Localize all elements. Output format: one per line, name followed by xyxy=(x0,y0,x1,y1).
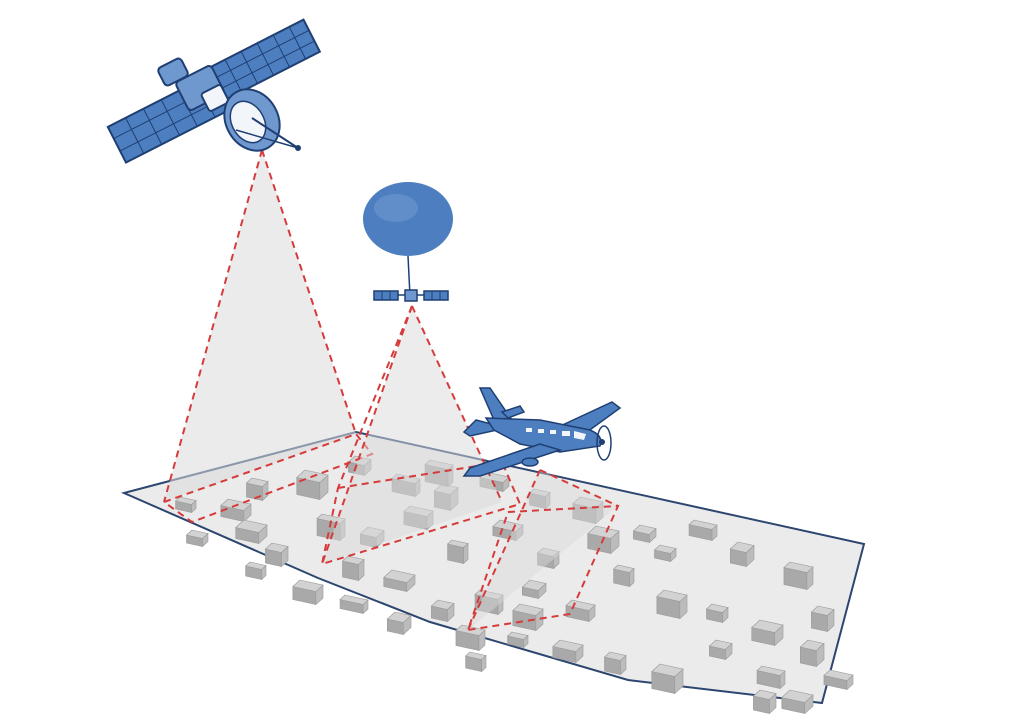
building xyxy=(651,663,684,695)
building xyxy=(823,669,854,691)
building xyxy=(612,564,635,588)
aircraft-footprint xyxy=(466,469,620,632)
airplane-windows xyxy=(526,428,586,440)
building xyxy=(536,547,560,570)
building xyxy=(455,624,486,652)
satellite-ray-right xyxy=(261,149,357,435)
building xyxy=(632,524,657,544)
building xyxy=(512,603,544,632)
building xyxy=(383,569,416,593)
building xyxy=(296,469,329,501)
building xyxy=(521,579,547,600)
building xyxy=(292,579,324,606)
building xyxy=(603,651,627,676)
satellite-view-cone xyxy=(164,150,356,502)
building xyxy=(174,496,197,514)
building xyxy=(752,689,777,715)
building xyxy=(708,639,733,661)
building xyxy=(810,605,835,633)
building xyxy=(446,539,469,565)
building xyxy=(245,477,269,502)
building xyxy=(783,561,814,591)
building xyxy=(552,639,584,664)
building xyxy=(729,541,755,568)
building xyxy=(464,651,487,673)
building xyxy=(386,611,412,636)
balloon-ray-inner xyxy=(337,305,413,489)
satellite-body xyxy=(157,57,230,112)
building xyxy=(653,544,677,563)
airplane-wing-near xyxy=(462,443,563,477)
building xyxy=(506,631,529,649)
building xyxy=(751,619,784,647)
balloon-footprint xyxy=(320,305,522,566)
building xyxy=(264,542,289,568)
satellite-footprint xyxy=(163,149,374,524)
building xyxy=(474,589,504,616)
satellite-solar-panel-right xyxy=(207,18,322,102)
building xyxy=(341,555,365,582)
building xyxy=(781,689,814,715)
aircraft-view-cone xyxy=(468,470,618,630)
building xyxy=(587,525,620,555)
building xyxy=(799,639,825,668)
balloon-view-cone xyxy=(322,306,502,564)
balloon-ray-left xyxy=(321,305,413,565)
aircraft-ray-right xyxy=(539,469,619,507)
satellite-dish xyxy=(223,88,301,152)
balloon-payload xyxy=(373,289,449,302)
satellite-ray-left xyxy=(163,149,263,503)
building xyxy=(339,594,369,615)
building xyxy=(244,561,267,581)
building xyxy=(430,599,455,623)
balloon-footprint-outline xyxy=(320,460,522,566)
building xyxy=(688,519,718,542)
building xyxy=(185,529,209,548)
building xyxy=(235,519,268,545)
building xyxy=(756,665,786,690)
building xyxy=(565,599,596,623)
balloon-icon xyxy=(363,182,453,302)
aircraft-ray-left xyxy=(467,469,541,631)
building xyxy=(572,496,604,525)
airplane-icon xyxy=(462,387,622,477)
airplane-propeller xyxy=(596,425,612,461)
aircraft-footprint-outline xyxy=(466,504,620,632)
building xyxy=(656,589,688,620)
building xyxy=(528,488,551,510)
building xyxy=(705,603,729,624)
satellite-icon xyxy=(106,18,322,164)
